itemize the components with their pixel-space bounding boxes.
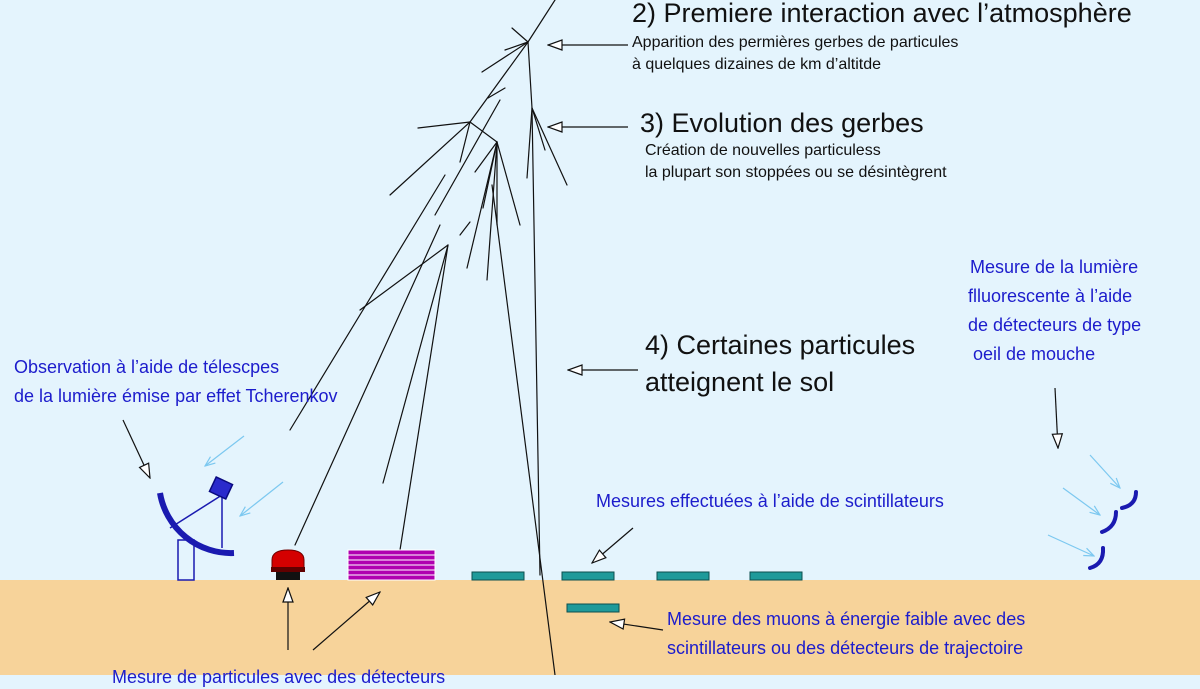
shower-branch — [469, 121, 498, 143]
shower-branch — [399, 244, 449, 551]
fly-eye-detectors — [1088, 490, 1138, 570]
muon-track — [459, 221, 471, 236]
shower-branch — [511, 27, 529, 43]
shower-branch — [474, 141, 498, 173]
shower-branch — [482, 141, 498, 209]
step2-title: 2) Premiere interaction avec l’atmosphèr… — [632, 0, 1132, 28]
fluorescence-label-line1: Mesure de la lumière — [970, 257, 1139, 277]
pointer-arrows — [122, 45, 1058, 651]
fluorescence-light-ray — [1047, 534, 1094, 556]
particle-shower — [289, 0, 568, 675]
arrow-scintillators — [592, 527, 634, 563]
step2-line2: à quelques dizaines de km d’altitde — [632, 56, 882, 73]
shower-branch — [389, 121, 471, 196]
shower-branch — [526, 107, 533, 179]
muons-label-line2: scintillateurs ou des détecteurs de traj… — [667, 638, 1024, 658]
air-shower-diagram — [0, 0, 1200, 675]
scintillator-array — [471, 571, 803, 613]
scintillator — [656, 571, 710, 581]
step3-line1: Création de nouvelles particuless — [645, 142, 881, 159]
step3-title: 3) Evolution des gerbes — [640, 108, 924, 138]
step2-line1: Apparition des permières gerbes de parti… — [632, 34, 959, 51]
fly-eye-mirror — [1100, 510, 1118, 534]
shower-branch — [289, 174, 446, 431]
fluorescence-light-ray — [1089, 454, 1120, 488]
shower-branch — [486, 141, 498, 281]
fluorescence-light-ray — [1062, 487, 1100, 515]
fluorescence-label-line4: oeil de mouche — [968, 344, 1096, 364]
telescope-strut — [169, 494, 223, 529]
shower-branch — [459, 121, 471, 163]
calorimeter-detector — [347, 549, 436, 581]
shower-branch — [531, 107, 546, 151]
fluorescence-label-line2: flluorescente à l’aide — [968, 286, 1133, 306]
ground-particle-detector — [271, 549, 305, 580]
shower-branch — [417, 121, 471, 129]
shower-branch — [382, 244, 449, 484]
arrow-cherenkov — [122, 419, 150, 478]
arrow-muon-detector — [610, 622, 664, 631]
muon-track — [491, 184, 556, 675]
step4-line1: 4) Certaines particules — [645, 330, 916, 360]
telescope-camera — [208, 475, 234, 501]
light-rays — [205, 435, 1120, 556]
cherenkov-light-ray — [240, 481, 284, 516]
ground — [0, 580, 1200, 675]
cherenkov-light-ray — [205, 435, 245, 466]
fly-eye-mirror — [1088, 546, 1106, 570]
ground-detector-label: Mesure de particules avec des détecteurs — [112, 667, 446, 687]
shower-branch — [531, 107, 568, 186]
shower-branch — [359, 244, 449, 311]
shower-branch — [496, 141, 521, 226]
scintillators-label: Mesures effectuées à l’aide de scintilla… — [596, 491, 944, 511]
scintillator — [749, 571, 803, 581]
cherenkov-label-line1: Observation à l’aide de télescpes — [14, 357, 280, 377]
cherenkov-label-line2: de la lumière émise par effet Tcherenkov — [14, 386, 338, 406]
fly-eye-mirror — [1120, 490, 1138, 510]
scintillator — [471, 571, 525, 581]
arrow-fluorescence — [1055, 387, 1058, 448]
shower-branch — [434, 99, 501, 216]
shower-branch — [481, 41, 529, 73]
shower-branch — [487, 87, 506, 99]
shower-branch — [469, 41, 529, 123]
primary-cosmic-ray — [527, 0, 556, 43]
step4-line2: atteignent le sol — [645, 367, 835, 397]
cherenkov-telescope — [157, 475, 235, 581]
step3-line2: la plupart son stoppées ou se désintègre… — [645, 164, 947, 181]
underground-muon-scintillator — [566, 603, 620, 613]
fluorescence-label-line3: de détecteurs de type — [968, 315, 1142, 335]
telescope-mirror — [157, 492, 235, 557]
muons-label-line1: Mesure des muons à énergie faible avec d… — [667, 609, 1026, 629]
telescope-mount — [177, 539, 195, 581]
arrow-calorimeter — [312, 592, 380, 651]
shower-branch — [504, 41, 529, 51]
shower-branch — [294, 224, 441, 546]
scintillator — [561, 571, 615, 581]
